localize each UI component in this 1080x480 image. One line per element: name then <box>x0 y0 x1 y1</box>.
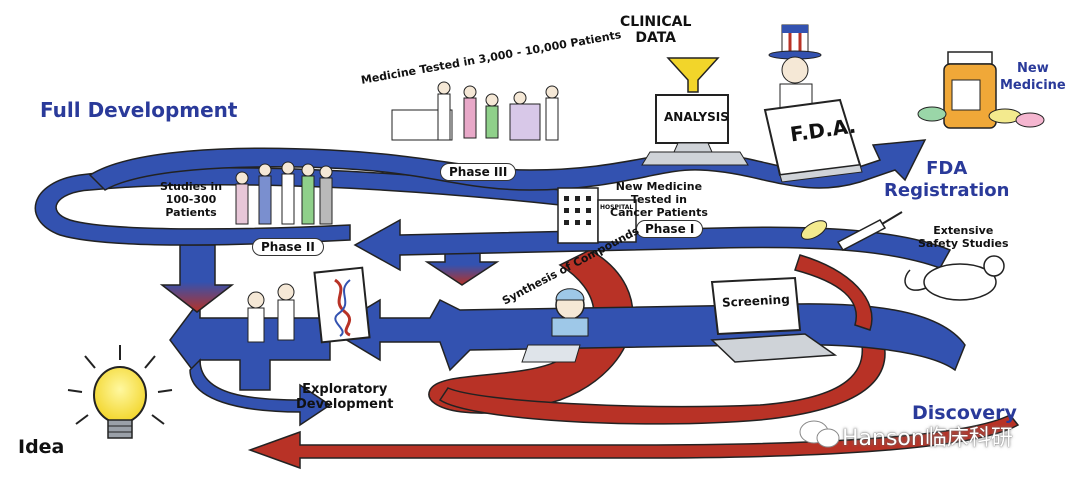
phase1-blue-arrow <box>353 218 952 272</box>
wechat-icon <box>799 420 840 448</box>
dna-board-icon <box>313 266 371 344</box>
discovery-label: Discovery <box>912 402 1017 424</box>
phase3-patients-icon <box>391 81 559 141</box>
red-loop-arc <box>438 329 886 425</box>
full-development-label: Full Development <box>40 98 238 122</box>
discovery-blue-arrow <box>328 298 966 372</box>
patients-group-icon <box>235 161 333 225</box>
new-medicine-label: New Medicine <box>1000 61 1066 93</box>
exploratory-lower-arrow <box>189 358 332 427</box>
monitor-icon <box>641 94 749 166</box>
scientist-icon <box>247 283 295 343</box>
fda-book-icon <box>763 98 863 183</box>
idea-label: Idea <box>18 436 65 458</box>
phase-2-label: Phase II <box>252 238 324 256</box>
discovery-red-arrow <box>247 414 1020 470</box>
phase-3-label: Phase III <box>440 163 517 181</box>
safety-red-arrow <box>794 254 873 331</box>
pill-bottle-icon <box>917 51 1045 129</box>
studies-100-300-caption: Studies in 100-300 Patients <box>160 180 223 219</box>
phase2-down-arrow <box>159 244 235 313</box>
new-medicine-cancer-caption: New Medicine Tested in Cancer Patients <box>610 180 708 219</box>
funnel-icon <box>666 57 720 93</box>
laptop-icon <box>710 276 838 363</box>
analysis-caption: ANALYSIS <box>664 110 729 124</box>
synthesis-scientist-icon <box>521 288 589 363</box>
phase3-blue-arrow <box>88 139 927 191</box>
clinical-data-caption: CLINICAL DATA <box>620 14 692 46</box>
hospital-icon <box>557 187 637 244</box>
extensive-safety-caption: Extensive Safety Studies <box>918 224 1009 250</box>
fda-registration-label: FDA Registration <box>884 158 1010 201</box>
hospital-sign-caption: HOSPITAL <box>600 204 634 211</box>
exploratory-caption: Exploratory Development <box>296 382 394 412</box>
lightbulb-icon <box>67 345 173 439</box>
phase-1-label: Phase I <box>636 220 704 238</box>
mouse-icon <box>904 255 1005 301</box>
watermark-text: Hanson临床科研 <box>842 426 1013 451</box>
syringe-icon <box>800 211 903 251</box>
